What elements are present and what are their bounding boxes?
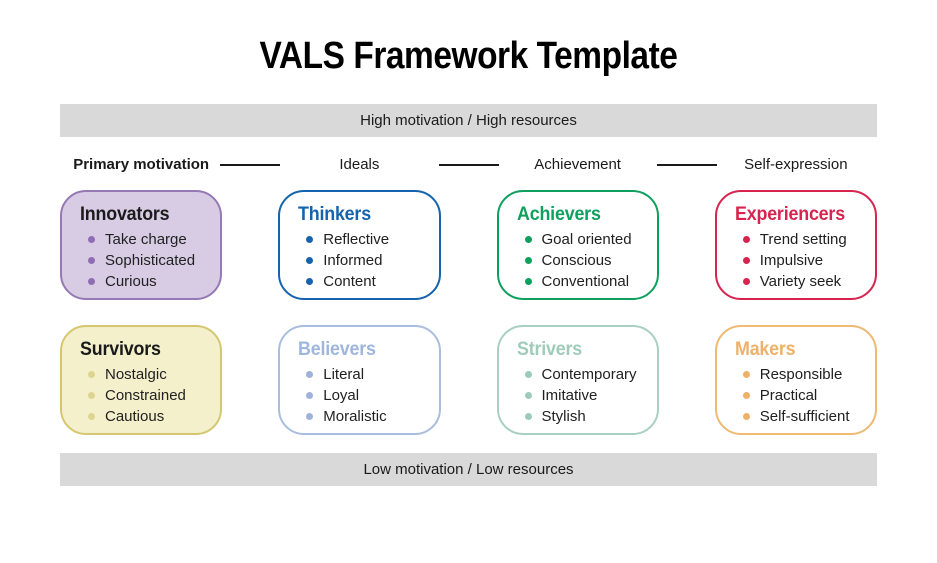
trait-item: Literal: [298, 364, 432, 385]
trait-list: Contemporary Imitative Stylish: [517, 364, 651, 427]
trait-item: Moralistic: [298, 406, 432, 427]
trait-item: Practical: [735, 385, 869, 406]
trait-item: Loyal: [298, 385, 432, 406]
segment-card-believers: Believers Literal Loyal Moralistic: [278, 324, 441, 435]
trait-item: Informed: [298, 250, 432, 271]
page-title: VALS Framework Template: [259, 35, 678, 77]
segment-title: Makers: [734, 338, 796, 360]
connector-line: [438, 163, 499, 166]
segment-card-strivers: Strivers Contemporary Imitative Stylish: [496, 324, 659, 435]
trait-item: Variety seek: [735, 271, 869, 292]
trait-item: Imitative: [517, 385, 651, 406]
trait-list: Nostalgic Constrained Cautious: [80, 364, 214, 427]
category-label-ideals: Ideals: [339, 156, 380, 174]
trait-item: Curious: [80, 271, 214, 292]
trait-item: Cautious: [80, 406, 214, 427]
trait-list: Take charge Sophisticated Curious: [80, 229, 214, 292]
trait-item: Conscious: [517, 250, 651, 271]
segment-card-achievers: Achievers Goal oriented Conscious Conven…: [496, 189, 659, 300]
trait-item: Nostalgic: [80, 364, 214, 385]
segment-title: Achievers: [516, 203, 601, 225]
segment-title: Survivors: [80, 338, 161, 360]
segment-title: Experiencers: [734, 203, 845, 225]
trait-item: Responsible: [735, 364, 869, 385]
trait-item: Take charge: [80, 229, 214, 250]
primary-motivation-label: Primary motivation: [73, 156, 210, 174]
segment-card-innovators: Innovators Take charge Sophisticated Cur…: [60, 189, 223, 300]
category-label-achievement: Achievement: [534, 156, 621, 174]
category-label-self-expression: Self-expression: [744, 156, 848, 174]
trait-item: Constrained: [80, 385, 214, 406]
trait-list: Goal oriented Conscious Conventional: [517, 229, 651, 292]
trait-item: Reflective: [298, 229, 432, 250]
trait-item: Contemporary: [517, 364, 651, 385]
trait-item: Goal oriented: [517, 229, 651, 250]
segment-title: Thinkers: [298, 203, 372, 225]
segment-title: Innovators: [80, 203, 170, 225]
trait-item: Content: [298, 271, 432, 292]
trait-item: Conventional: [517, 271, 651, 292]
low-motivation-bar: Low motivation / Low resources: [60, 452, 877, 486]
trait-list: Trend setting Impulsive Variety seek: [735, 229, 869, 292]
trait-item: Trend setting: [735, 229, 869, 250]
segment-title: Strivers: [516, 338, 582, 360]
motivation-axis-row: Primary motivation Ideals Achievement Se…: [60, 153, 877, 177]
trait-item: Impulsive: [735, 250, 869, 271]
trait-list: Reflective Informed Content: [298, 229, 432, 292]
low-motivation-label: Low motivation / Low resources: [363, 460, 574, 478]
segments-grid: Innovators Take charge Sophisticated Cur…: [60, 189, 877, 435]
segment-card-experiencers: Experiencers Trend setting Impulsive Var…: [714, 189, 877, 300]
connector-line: [220, 163, 281, 166]
trait-item: Self-sufficient: [735, 406, 869, 427]
trait-list: Literal Loyal Moralistic: [298, 364, 432, 427]
high-motivation-bar: High motivation / High resources: [60, 103, 877, 137]
trait-list: Responsible Practical Self-sufficient: [735, 364, 869, 427]
connector-line: [656, 163, 717, 166]
segment-card-thinkers: Thinkers Reflective Informed Content: [278, 189, 441, 300]
segment-title: Believers: [298, 338, 377, 360]
trait-item: Stylish: [517, 406, 651, 427]
segment-card-survivors: Survivors Nostalgic Constrained Cautious: [60, 324, 223, 435]
high-motivation-label: High motivation / High resources: [360, 111, 577, 129]
segment-card-makers: Makers Responsible Practical Self-suffic…: [714, 324, 877, 435]
trait-item: Sophisticated: [80, 250, 214, 271]
